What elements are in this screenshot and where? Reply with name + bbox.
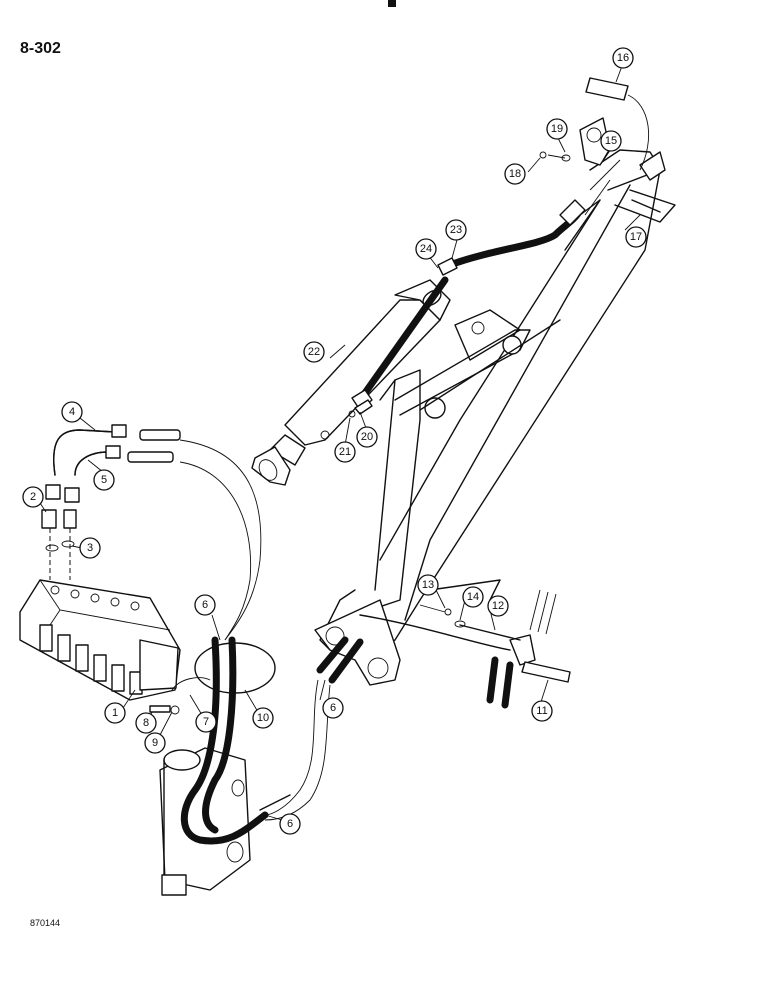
svg-text:16: 16 <box>617 52 629 64</box>
svg-text:18: 18 <box>509 168 521 180</box>
callout-12: 12 <box>487 595 509 617</box>
svg-text:9: 9 <box>152 737 158 749</box>
figure-code: 870144 <box>30 918 61 928</box>
svg-text:6: 6 <box>287 818 293 830</box>
callout-3: 3 <box>79 537 101 559</box>
callout-10: 10 <box>252 707 274 729</box>
svg-text:23: 23 <box>450 224 462 236</box>
callout-7: 7 <box>195 711 217 733</box>
callout-22: 22 <box>303 341 325 363</box>
callout-5: 5 <box>93 469 115 491</box>
svg-text:8: 8 <box>143 717 149 729</box>
callout-18: 18 <box>504 163 526 185</box>
svg-text:12: 12 <box>492 600 504 612</box>
callout-9: 9 <box>144 732 166 754</box>
svg-text:22: 22 <box>308 346 320 358</box>
callout-16: 16 <box>612 47 634 69</box>
svg-text:15: 15 <box>605 135 617 147</box>
svg-text:11: 11 <box>536 705 547 717</box>
callout-20: 20 <box>356 426 378 448</box>
hose-23 <box>351 159 621 411</box>
callout-19: 19 <box>546 118 568 140</box>
svg-text:17: 17 <box>630 231 642 243</box>
callout-13: 13 <box>417 574 439 596</box>
callout-23: 23 <box>445 219 467 241</box>
fitting-20-21 <box>348 399 373 418</box>
svg-text:10: 10 <box>257 712 269 724</box>
callout-17: 17 <box>625 226 647 248</box>
svg-text:21: 21 <box>339 446 351 458</box>
svg-text:5: 5 <box>101 474 107 486</box>
boom-assembly <box>314 117 676 686</box>
control-valve <box>19 579 181 701</box>
callout-6b: 6 <box>322 697 344 719</box>
callout-8: 8 <box>135 712 157 734</box>
callout-1: 1 <box>104 702 126 724</box>
callout-4: 4 <box>61 401 83 423</box>
svg-text:4: 4 <box>69 406 75 418</box>
svg-text:19: 19 <box>551 123 563 135</box>
hose-16 <box>539 77 650 171</box>
fittings <box>41 509 77 580</box>
callout-21: 21 <box>334 441 356 463</box>
svg-text:20: 20 <box>361 431 373 443</box>
page-number: 8-302 <box>20 40 61 57</box>
svg-text:24: 24 <box>420 243 432 255</box>
hose-clamp <box>149 642 276 715</box>
svg-text:13: 13 <box>422 579 434 591</box>
svg-text:6: 6 <box>202 599 208 611</box>
callout-14: 14 <box>462 586 484 608</box>
svg-text:7: 7 <box>203 716 209 728</box>
right-hoses <box>359 589 571 709</box>
svg-text:1: 1 <box>112 707 118 719</box>
svg-text:2: 2 <box>30 491 36 503</box>
valve-tubes <box>45 424 181 503</box>
leaders <box>37 65 641 821</box>
callout-24: 24 <box>415 238 437 260</box>
callout-11: 11 <box>531 700 553 722</box>
callout-6a: 6 <box>194 594 216 616</box>
callout-15: 15 <box>600 130 622 152</box>
svg-text:3: 3 <box>87 542 93 554</box>
callout-2: 2 <box>22 486 44 508</box>
page-top-mark <box>388 0 396 7</box>
svg-text:14: 14 <box>467 591 479 603</box>
svg-text:6: 6 <box>330 702 336 714</box>
callout-6c: 6 <box>279 813 301 835</box>
